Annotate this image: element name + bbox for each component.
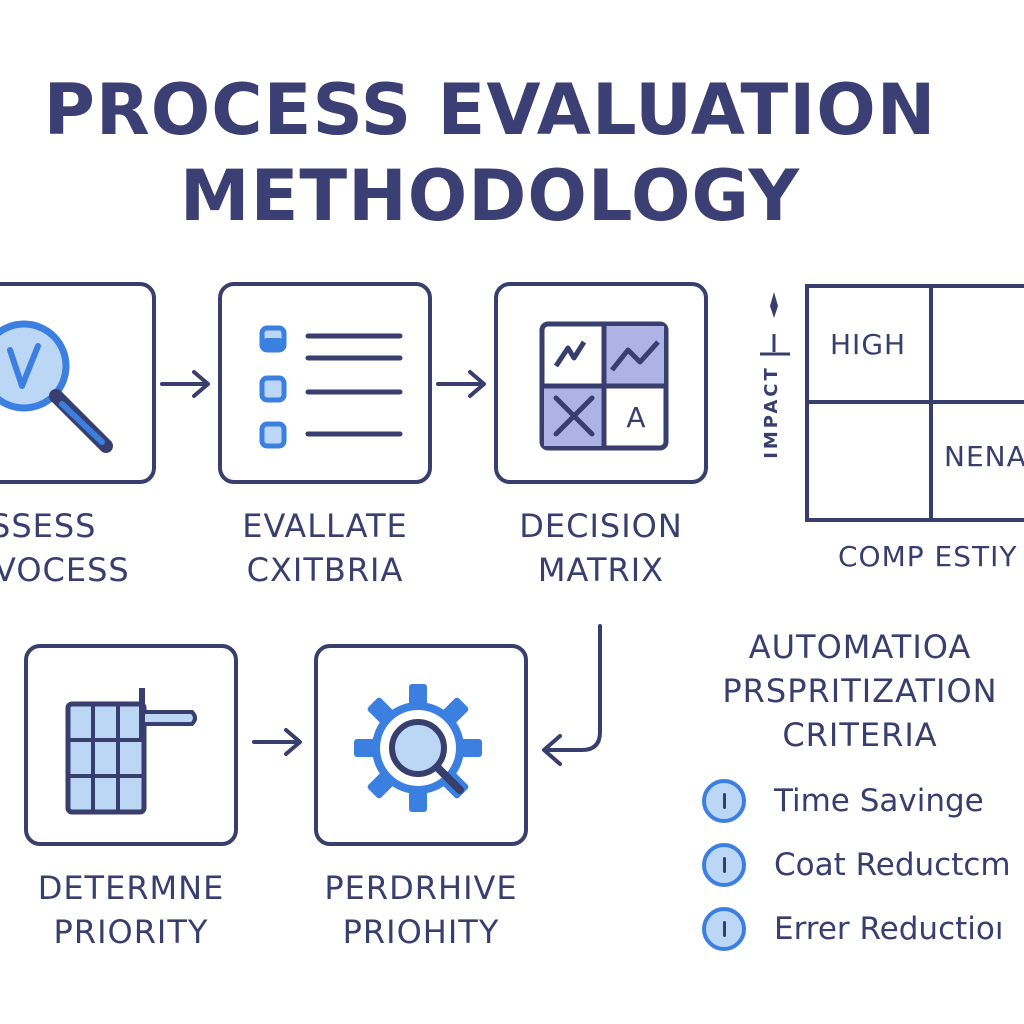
criteria-title-line1: AUTOMATIOA (748, 628, 972, 666)
step-evaluate-criteria-card (218, 282, 432, 484)
matrix-x-axis-label: COMP ESTIY (838, 540, 1018, 573)
step-determine-priority-card (24, 644, 238, 846)
step-1-label-line1: SSESS (0, 507, 97, 545)
step-perform-priority-card (314, 644, 528, 846)
info-circle-icon (702, 907, 746, 951)
impact-complexity-matrix (805, 284, 1024, 522)
arrow-right-icon (252, 728, 302, 756)
step-1-label-line2: VOCESS (0, 551, 130, 589)
criteria-title-line2: PRSPRITIZATION (722, 672, 998, 710)
step-2-label-line1: EVALLATE (242, 507, 408, 545)
criteria-item: Coat Reductcm (702, 840, 1011, 890)
criteria-item-label: Coat Reductcm (774, 847, 1011, 883)
arrow-right-icon (160, 370, 210, 398)
matrix-top-left-label: HIGH (830, 328, 907, 361)
title-line-1: PROCESS EVALUATION (43, 69, 937, 151)
step-2-label-line2: CXITBRIA (246, 551, 404, 589)
matrix-cell-letter: A (626, 401, 646, 434)
criteria-title-line3: CRITERIA (782, 716, 938, 754)
criteria-item: Errer Reductioı (702, 904, 1003, 954)
step-3-label-line2: MATRIX (537, 551, 665, 589)
info-circle-icon (702, 779, 746, 823)
info-circle-icon (702, 843, 746, 887)
criteria-item: Time Savinge (702, 776, 984, 826)
step-5-label-line1: PERDRHIVE (324, 869, 518, 907)
connector-arrow-icon (542, 624, 602, 766)
matrix-bottom-right-label: NENA (944, 440, 1024, 473)
step-4-label-line2: PRIORITY (53, 913, 209, 951)
step-3-label-line1: DECISION (519, 507, 683, 545)
criteria-item-label: Time Savinge (774, 783, 984, 819)
magnifier-check-icon (0, 320, 113, 453)
arrow-right-icon (436, 370, 486, 398)
step-4-label-line1: DETERMNE (37, 869, 225, 907)
priority-grid-icon (65, 688, 197, 815)
step-assess-process-card (0, 282, 156, 484)
matrix-grid-icon (539, 321, 669, 451)
step-decision-matrix-card: A (494, 282, 708, 484)
title-line-2: METHODOLOGY (179, 155, 801, 237)
step-5-label-line2: PRIOHITY (342, 913, 500, 951)
criteria-item-label: Errer Reductioı (774, 911, 1004, 947)
y-axis-marker (760, 292, 790, 356)
y-axis-label: IMPACT (761, 365, 782, 459)
gear-search-icon (354, 684, 482, 812)
checklist-icon (259, 325, 403, 449)
